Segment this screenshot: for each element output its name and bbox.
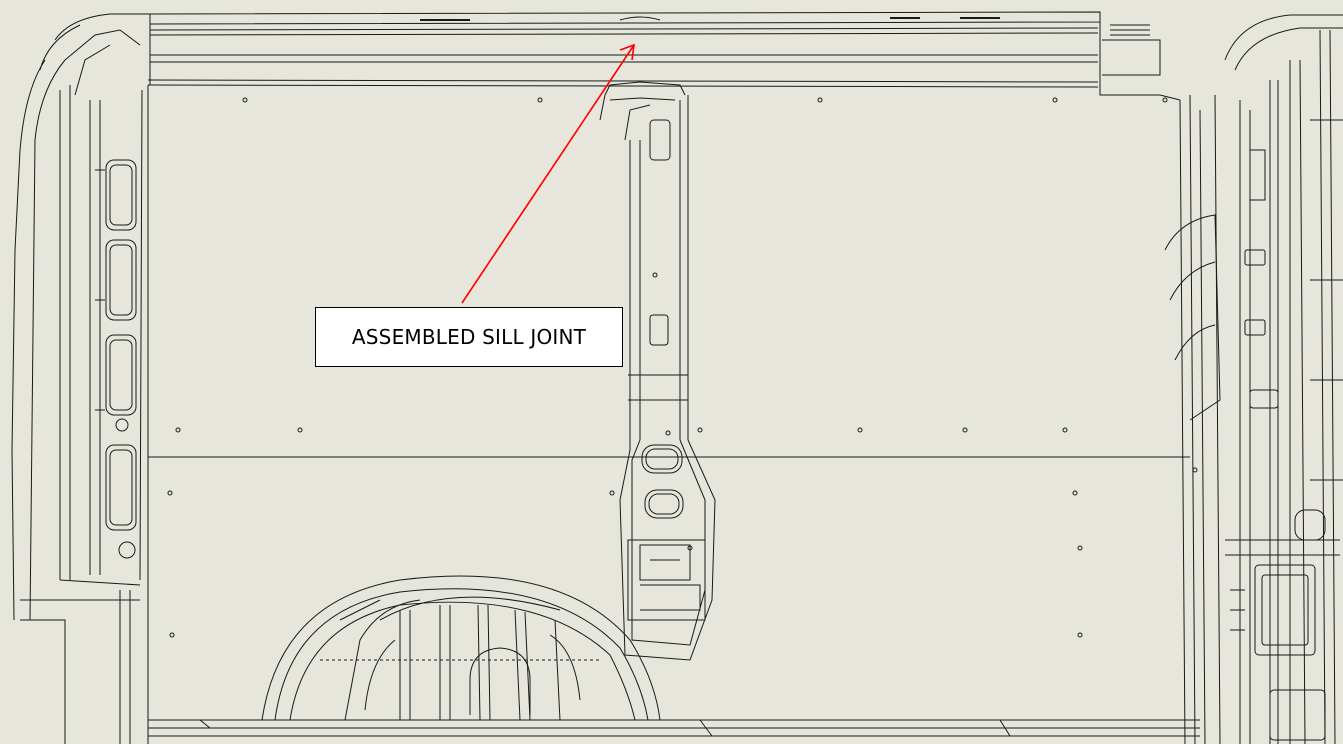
wheel-arch [261,575,661,721]
right-pillar [1099,12,1343,744]
left-pillar [11,13,150,744]
center-pillar [599,81,716,661]
callout-label: ASSEMBLED SILL JOINT [351,325,587,349]
callout-arrow [461,43,635,304]
fastener-holes [167,97,1198,638]
top-sill-rail [147,11,1101,88]
bottom-sill [148,719,1200,737]
callout-label-box: ASSEMBLED SILL JOINT [315,307,623,367]
line-art [11,11,1343,744]
